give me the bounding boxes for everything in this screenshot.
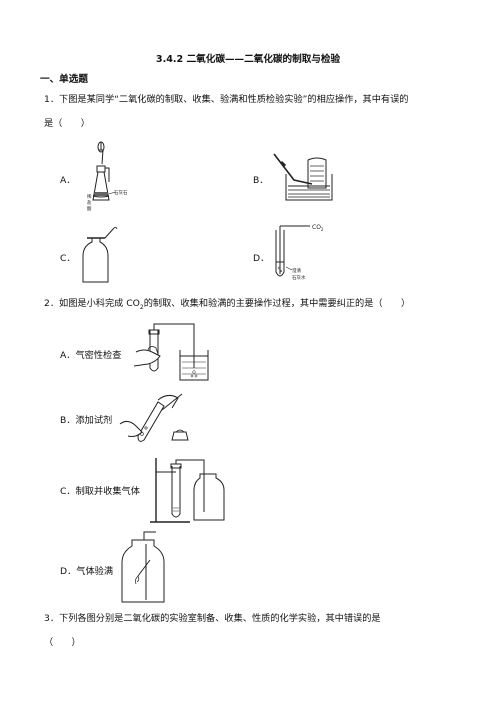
label-stone: 石灰石 [114, 189, 128, 196]
q2-option-d: D．气体验满 [60, 566, 114, 577]
q1-option-a: A． [60, 175, 76, 186]
q2-option-a: A．气密性检查 [60, 350, 122, 361]
q1-figure-a-flask: 石灰石 稀 盐 酸 [87, 138, 128, 212]
q2-figure-d-verify-full [118, 530, 178, 606]
section-heading: 一、单选题 [40, 74, 88, 85]
q2-option-c: C．制取并收集气体 [60, 486, 140, 497]
q2-figure-b-add-reagent [118, 388, 200, 450]
q1-option-c: C． [60, 253, 76, 264]
question-3-text: 3．下列各图分别是二氧化碳的实验室制备、收集、性质的化学实验，其中错误的是 [44, 613, 381, 624]
label-acid-2: 盐 [87, 199, 92, 206]
question-3-text-cont: （ ） [44, 637, 81, 648]
q2-option-b: B．添加试剂 [60, 415, 113, 426]
question-1-text-cont: 是（ ） [44, 118, 90, 129]
page-title: 3.4.2 二氧化碳——二氧化碳的制取与检验 [155, 54, 341, 65]
q2-figure-a-airtight [130, 322, 212, 384]
label-acid-1: 稀 [87, 193, 92, 200]
q1-figure-c-bottle [78, 226, 128, 286]
question-2-text: 2．如图是小科完成 CO2的制取、收集和验满的主要操作过程，其中需要纠正的是（ … [44, 298, 411, 311]
q1-option-d: D． [253, 253, 270, 264]
question-1-text: 1．下图是某同学“二氧化碳的制取、收集、验满和性质检验实验”的相应操作，其中有误… [44, 94, 409, 105]
label-co2: CO2 [312, 224, 324, 232]
label-limewater-1: 澄清 [292, 267, 301, 274]
q1-figure-b-trough [268, 150, 338, 208]
q2-figure-c-apparatus [150, 456, 230, 528]
q1-figure-d-test-tube: CO2 澄清 石灰水 [270, 224, 324, 281]
label-acid-3: 酸 [87, 205, 92, 212]
q1-option-b: B． [253, 175, 269, 186]
label-limewater-2: 石灰水 [292, 274, 306, 281]
